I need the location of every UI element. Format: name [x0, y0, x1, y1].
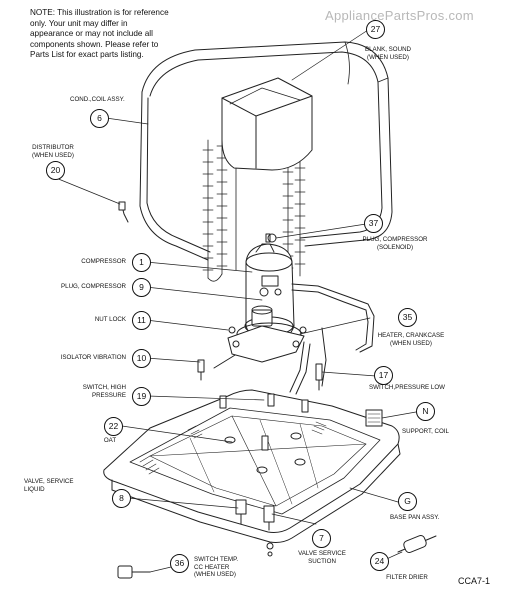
callout-27: 27: [366, 20, 385, 39]
label-base-pan: BASE PAN ASSY.: [390, 514, 440, 521]
callout-19: 19: [132, 387, 151, 406]
label-switch-temp: SWITCH TEMP.CC HEATER(WHEN USED): [194, 556, 239, 579]
compressor-mount-plate: [227, 325, 307, 363]
label-oat: OAT: [103, 437, 117, 444]
callout-36: 36: [170, 554, 189, 573]
label-support-coil: SUPPORT, COIL: [402, 428, 449, 435]
base-pan: [103, 389, 401, 543]
callout-22: 22: [104, 417, 123, 436]
callout-7: 7: [312, 529, 331, 548]
callout-35: 35: [398, 308, 417, 327]
label-plug-compressor: PLUG, COMPRESSOR: [61, 283, 126, 290]
callout-8: 8: [112, 489, 131, 508]
diagram-code: CCA7-1: [458, 576, 491, 586]
label-compressor: COMPRESSOR: [81, 258, 126, 265]
condenser-coil-wrap: [139, 41, 393, 261]
label-isolator-vibration: ISOLATOR VIBRATION: [60, 354, 126, 361]
callout-20: 20: [46, 161, 65, 180]
callout-37: 37: [364, 214, 383, 233]
label-distributor: DISTRIBUTOR(WHEN USED): [32, 144, 74, 159]
vibration-isolator: [197, 359, 205, 381]
distributor: [118, 201, 129, 223]
coil-support: [365, 409, 383, 427]
temp-switch: [117, 565, 151, 579]
compressor: [244, 243, 295, 343]
callout-11: 11: [132, 311, 151, 330]
label-switch-pressure-low: SWITCH,PRESSURE LOW: [369, 384, 445, 391]
service-valves: [235, 499, 275, 557]
callout-10: 10: [132, 349, 151, 368]
label-cond-coil: COND.,COIL ASSY.: [70, 96, 125, 103]
filter-drier: [397, 535, 437, 553]
low-pressure-switch: [315, 363, 323, 391]
callout-24: 24: [370, 552, 389, 571]
label-filter-drier: FILTER DRIER: [386, 574, 428, 581]
callout-n: N: [416, 402, 435, 421]
callout-17: 17: [374, 366, 393, 385]
solenoid-plug: [265, 233, 277, 243]
callout-6: 6: [90, 109, 109, 128]
label-nut-lock: NUT LOCK: [94, 316, 126, 323]
callout-9: 9: [132, 278, 151, 297]
coil-tubes-left: [202, 131, 237, 282]
watermark-text: AppliancePartsPros.com: [325, 8, 474, 23]
sound-blank: [221, 77, 313, 171]
callout-g: G: [398, 492, 417, 511]
callout-1: 1: [132, 253, 151, 272]
label-heater-crankcase: HEATER, CRANKCASE(WHEN USED): [377, 332, 445, 347]
label-plug-compressor-solenoid: PLUG, COMPRESSOR(SOLENOID): [362, 236, 428, 251]
reference-note: NOTE: This illustration is for reference…: [30, 8, 169, 59]
label-blank-sound: BLANK, SOUND(WHEN USED): [364, 46, 412, 61]
